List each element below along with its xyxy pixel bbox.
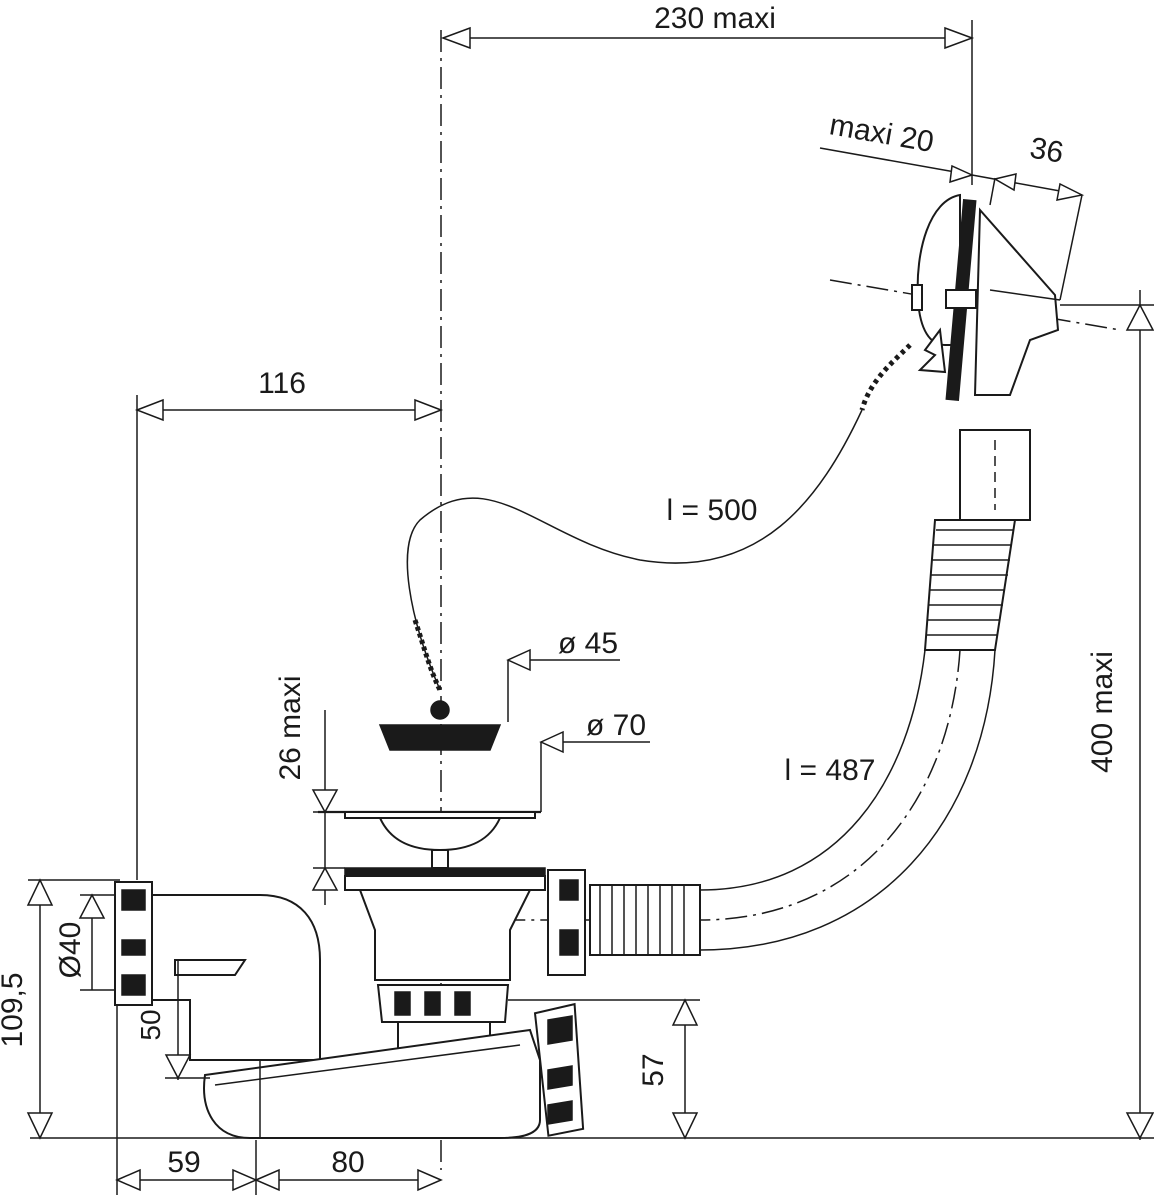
dim-diameters: ø 45 ø 70	[506, 627, 650, 812]
dim-57: 57	[508, 998, 700, 1140]
dim-109: 109,5	[0, 878, 120, 1140]
siphon	[149, 894, 541, 1139]
dim-26: 26 maxi	[274, 675, 345, 905]
dim-400-label: 400 maxi	[1086, 651, 1119, 773]
dim-80-label: 80	[331, 1146, 364, 1179]
overflow-chain	[859, 343, 912, 411]
strainer	[318, 810, 546, 981]
plug-chain	[412, 619, 443, 692]
overflow-head	[829, 193, 1121, 401]
dim-59-label: 59	[167, 1146, 200, 1179]
plug	[378, 700, 502, 751]
dim-50: 50	[135, 960, 210, 1080]
dim-26-label: 26 maxi	[274, 675, 307, 780]
overflow-nut	[547, 869, 586, 976]
hose-length-label: l = 487	[785, 754, 876, 787]
strainer-diameter-label: ø 70	[586, 709, 646, 742]
dim-57-label: 57	[637, 1053, 670, 1086]
trap-nut	[533, 1002, 585, 1137]
dim-50-label: 50	[135, 1009, 166, 1040]
chain-500	[406, 409, 863, 691]
chain-length-label: l = 500	[667, 494, 758, 527]
outlet-nut	[114, 881, 153, 1006]
dim-109-label: 109,5	[0, 972, 29, 1047]
dim-40: Ø40	[54, 893, 115, 991]
dim-230: 230 maxi	[440, 2, 975, 185]
dim-230-label: 230 maxi	[654, 2, 776, 35]
plug-diameter-label: ø 45	[558, 627, 618, 660]
dim-40-label: Ø40	[54, 922, 87, 979]
dim-116-label: 116	[258, 367, 306, 400]
dim-400: 400 maxi	[1060, 290, 1154, 1140]
dim-36-label: 36	[1027, 131, 1066, 169]
dim-59-80: 59 80	[115, 1005, 443, 1195]
overflow-hose	[430, 429, 1031, 956]
dim-116: 116	[134, 367, 444, 880]
